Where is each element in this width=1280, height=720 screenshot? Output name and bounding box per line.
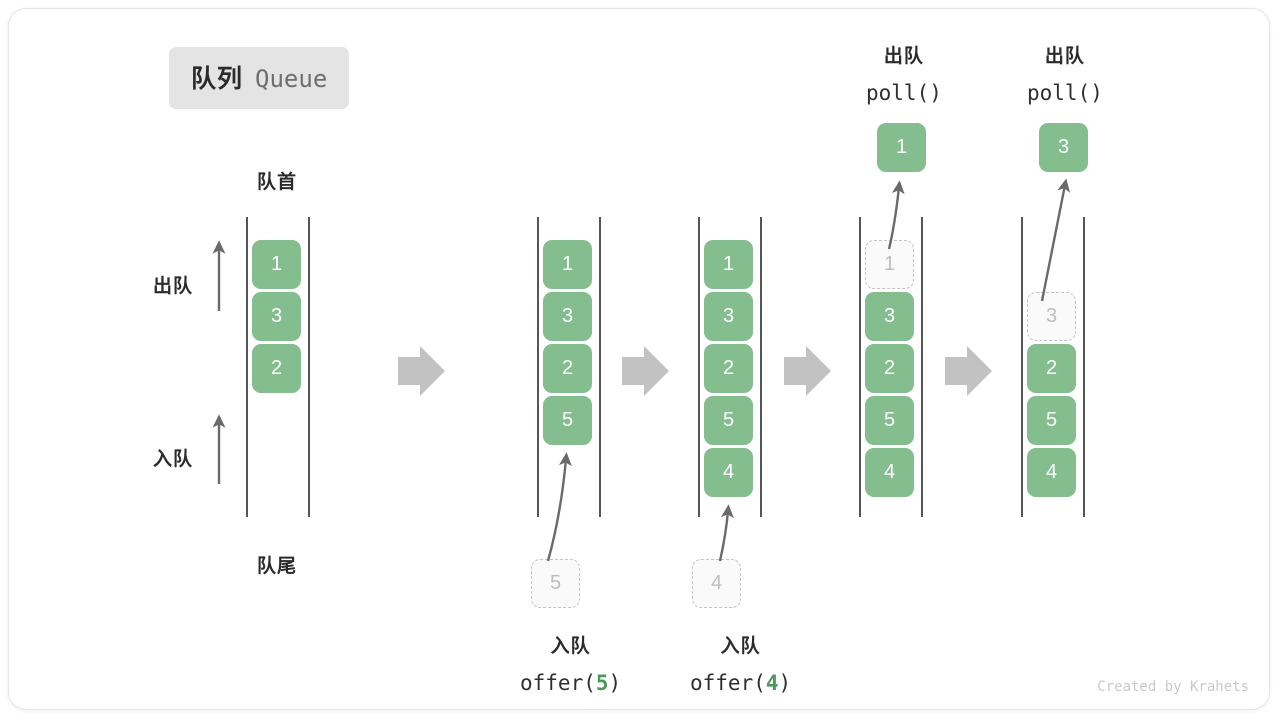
op-offer-5-chinese: 入队 [550,636,591,657]
queue-rail-right [921,217,923,517]
queue-element: 1 [704,240,753,289]
label-enqueue-direction: 入队 [153,449,194,470]
queue-element: 2 [543,344,592,393]
op-offer-4: 入队 offer(4) [690,629,791,701]
queue-element: 1 [543,240,592,289]
op-poll-1-chinese: 出队 [883,46,924,67]
queue-element: 1 [252,240,301,289]
queue-element: 5 [704,396,753,445]
queue-element-ghost: 1 [865,240,914,289]
arrow-overlay [212,178,1071,562]
diagram-title-badge: 队列 Queue [169,47,350,109]
queue-element: 2 [252,344,301,393]
queue-rail-right [308,217,310,517]
queue-element: 4 [865,448,914,497]
op-offer-5: 入队 offer(5) [520,629,621,701]
queue-element: 5 [865,396,914,445]
op-poll-2: 出队 poll() [1027,39,1103,111]
incoming-element-ghost: 5 [531,559,580,608]
op-offer-4-chinese: 入队 [720,636,761,657]
queue-element: 4 [704,448,753,497]
queue-element: 2 [1027,344,1076,393]
popped-element: 3 [1039,123,1088,172]
step-arrow-1 [398,346,445,396]
poll-3-extract-arrow [1040,178,1071,302]
op-offer-5-code: offer(5) [520,671,622,695]
op-poll-1-code: poll() [866,81,942,105]
offer-5-insert-arrow [546,452,572,562]
queue-element: 5 [543,396,592,445]
queue-rail-right [1083,217,1085,517]
step-arrow-2 [622,346,669,396]
queue-rail-right [760,217,762,517]
op-offer-4-code: offer(4) [690,671,792,695]
label-dequeue-direction: 出队 [153,276,194,297]
popped-element: 1 [877,123,926,172]
queue-rail-left [1021,217,1023,517]
queue-element: 3 [865,292,914,341]
queue-element: 3 [704,292,753,341]
queue-rail-left [698,217,700,517]
queue-element: 5 [1027,396,1076,445]
credit-text: Created by Krahets [1097,679,1249,695]
op-poll-2-chinese: 出队 [1044,46,1085,67]
queue-element-ghost: 3 [1027,292,1076,341]
queue-rail-left [537,217,539,517]
queue-rail-right [599,217,601,517]
title-chinese: 队列 [191,65,244,93]
title-english: Queue [255,65,328,93]
op-offer-5-argument: 5 [595,671,609,695]
step-arrow-3 [784,346,831,396]
queue-element: 2 [865,344,914,393]
offer-4-insert-arrow [718,504,734,562]
queue-element: 4 [1027,448,1076,497]
op-offer-4-argument: 4 [765,671,779,695]
incoming-element-ghost: 4 [692,559,741,608]
queue-rail-left [859,217,861,517]
queue-element: 2 [704,344,753,393]
queue-element: 3 [543,292,592,341]
op-poll-1: 出队 poll() [866,39,942,111]
queue-rail-left [246,217,248,517]
queue-element: 3 [252,292,301,341]
label-queue-front: 队首 [256,172,297,193]
op-poll-2-code: poll() [1027,81,1103,105]
label-queue-back: 队尾 [256,556,297,577]
step-arrow-4 [945,346,992,396]
